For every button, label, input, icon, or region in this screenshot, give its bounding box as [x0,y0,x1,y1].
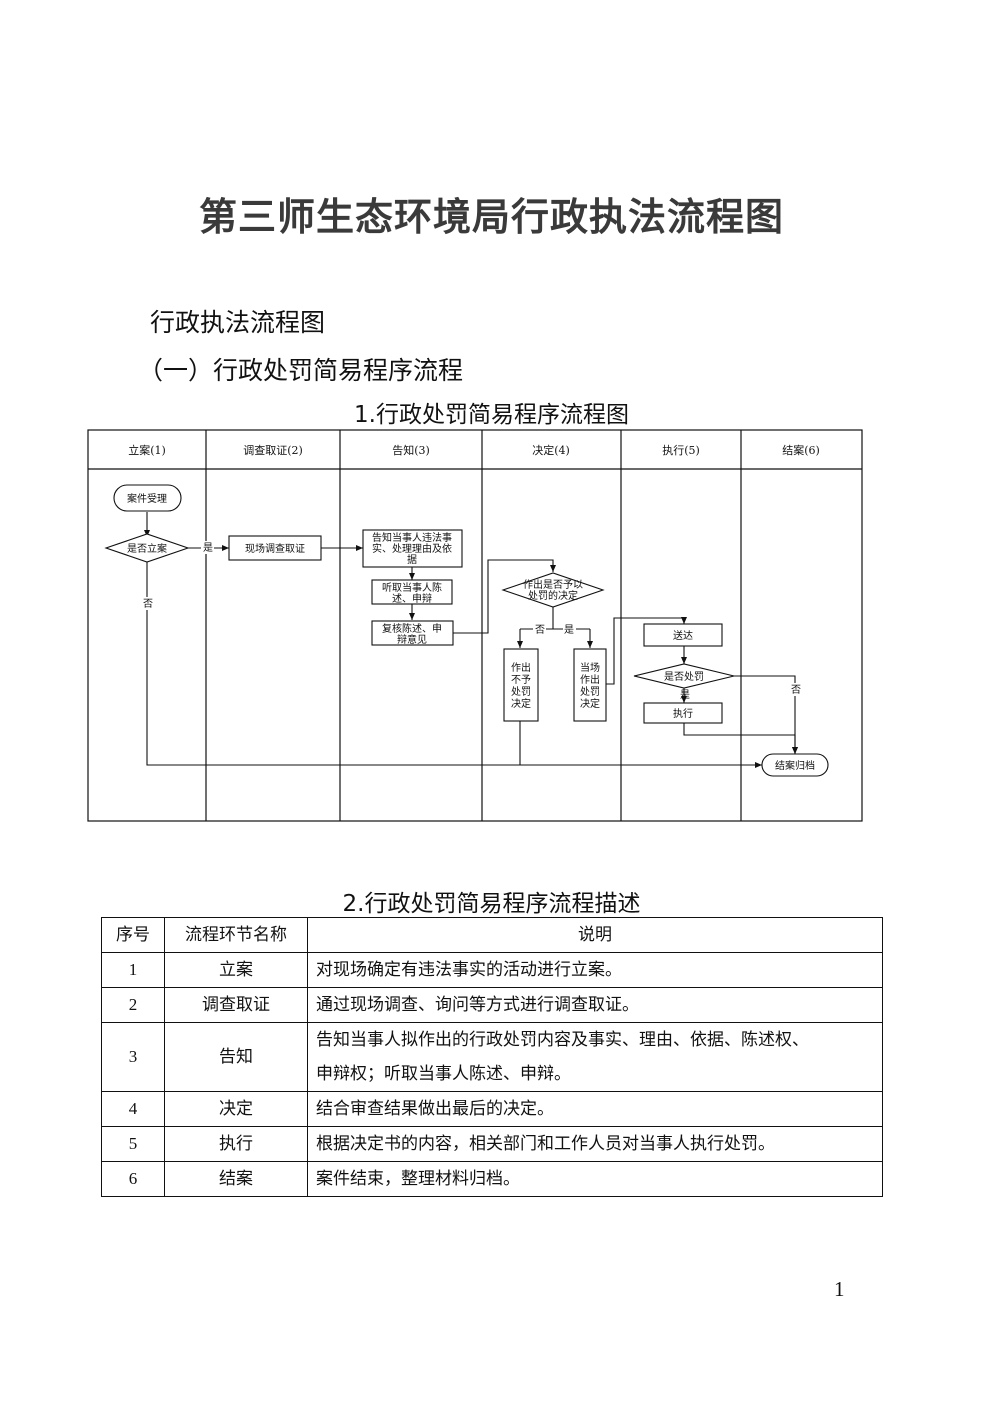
onsite-investigation-node [228,535,322,561]
edge-label-exec-yes: 是 [680,689,690,701]
lane-header-notification: 告知(3) [392,443,430,457]
row-description: 结合审查结果做出最后的决定。 [307,1091,883,1127]
row-description: 根据决定书的内容，相关部门和工作人员对当事人执行处罚。 [307,1126,883,1162]
table-row: 4 决定 结合审查结果做出最后的决定。 [101,1091,883,1127]
row-number: 4 [101,1091,165,1127]
decide-penalty-label-line: 作出是否予以 [523,578,583,591]
header-number: 序号 [101,917,165,953]
edge-review-to-decide [453,559,556,634]
lane-header-investigation: 调查取证(2) [243,443,303,457]
case-accept-node [113,484,182,512]
row-step-name: 决定 [164,1091,308,1127]
notify-label-line: 据 [407,553,417,566]
lane-header-decision: 决定(4) [532,443,570,457]
header-step-name: 流程环节名称 [164,917,308,953]
row-description-line: 告知当事人拟作出的行政处罚内容及事实、理由、依据、陈述权、 [316,1030,809,1050]
hear-label-line: 述、申辩 [392,592,432,605]
execute-node [643,702,723,724]
edge-decide-branch [520,607,590,630]
edge-exec-no [734,675,798,754]
table-row: 6 结案 案件结束，整理材料归档。 [101,1161,883,1197]
section-title: 行政执法流程图 [150,308,326,337]
hear-node [371,579,453,605]
row-step-name: 结案 [164,1161,308,1197]
hear-label-line: 听取当事人陈 [382,581,442,594]
notify-label-line: 实、处理理由及依 [372,542,452,555]
swimlane-frame [87,429,863,822]
review-label-line: 辩意见 [397,633,427,646]
review-label-line: 复核陈述、申 [382,622,442,635]
row-number: 1 [101,952,165,988]
edge-onsite-to-deliver [606,617,687,685]
no-penalty-node [503,648,539,722]
row-step-name: 执行 [164,1126,308,1162]
edge-label-decide-no: 否 [535,624,545,636]
flowchart: 立案(1) 调查取证(2) 告知(3) 决定(4) 执行(5) 结案(6) [87,429,863,822]
onsite-penalty-label-line: 作出 [580,673,600,686]
edge-execute-to-archive [683,723,798,754]
figure-caption: 1.行政处罚简易程序流程图 [354,402,629,428]
edge-label-decide-yes: 是 [564,624,574,636]
row-step-name: 立案 [164,952,308,988]
row-description: 案件结束，整理材料归档。 [307,1161,883,1197]
document-title: 第三师生态环境局行政执法流程图 [198,194,784,239]
row-description: 告知当事人拟作出的行政处罚内容及事实、理由、依据、陈述权、 申辩权；听取当事人陈… [307,1022,883,1092]
deliver-label: 送达 [673,629,693,642]
row-number: 5 [101,1126,165,1162]
row-number: 3 [101,1022,165,1092]
page-number: 1 [834,1277,845,1301]
table-row: 3 告知 告知当事人拟作出的行政处罚内容及事实、理由、依据、陈述权、 申辩权；听… [101,1022,883,1092]
row-description-line: 申辩权；听取当事人陈述、申辩。 [316,1064,571,1084]
execute-label: 执行 [673,707,693,720]
lane-header-closing: 结案(6) [782,443,820,457]
table-row: 2 调查取证 通过现场调查、询问等方式进行调查取证。 [101,987,883,1023]
decide-execute-label: 是否处罚 [664,671,704,683]
review-node [371,620,454,646]
process-description-table: 序号 流程环节名称 说明 1 立案 对现场确定有违法事实的活动进行立案。 2 调… [101,917,883,1197]
row-step-name: 告知 [164,1022,308,1092]
no-penalty-label-line: 作出 [511,661,531,674]
header-description: 说明 [307,917,883,953]
onsite-penalty-label-line: 当场 [580,661,600,674]
decide-execute-node [633,663,735,689]
edge-label-exec-no: 否 [791,684,801,696]
decide-filing-label: 是否立案 [127,542,167,555]
no-penalty-label-line: 处罚 [511,686,531,698]
case-accept-label: 案件受理 [127,492,167,505]
no-penalty-label-line: 决定 [511,697,531,710]
subsection-title: （一）行政处罚简易程序流程 [138,356,464,385]
notify-label-line: 告知当事人违法事 [372,531,452,544]
deliver-node [643,623,723,647]
notify-node [362,529,463,568]
edge-label-filing-yes: 是 [203,542,213,554]
decide-penalty-label-line: 处罚的决定 [528,589,578,602]
row-number: 6 [101,1161,165,1197]
row-description: 通过现场调查、询问等方式进行调查取证。 [307,987,883,1023]
onsite-penalty-label-line: 处罚 [580,686,600,698]
row-number: 2 [101,987,165,1023]
edge-filing-no [146,562,762,768]
close-archive-node [761,753,829,777]
table-row: 1 立案 对现场确定有违法事实的活动进行立案。 [101,952,883,988]
edge-label-filing-no: 否 [143,598,153,610]
row-description: 对现场确定有违法事实的活动进行立案。 [307,952,883,988]
table-caption: 2.行政处罚简易程序流程描述 [342,891,641,917]
onsite-investigation-label: 现场调查取证 [245,542,305,555]
onsite-penalty-node [573,648,607,722]
close-archive-label: 结案归档 [775,759,815,772]
row-step-name: 调查取证 [164,987,308,1023]
lane-header-execution: 执行(5) [662,443,700,457]
lane-header-filing: 立案(1) [128,443,166,457]
table-row: 5 执行 根据决定书的内容，相关部门和工作人员对当事人执行处罚。 [101,1126,883,1162]
decide-penalty-node [501,572,605,608]
no-penalty-label-line: 不予 [511,674,531,686]
decide-filing-node [104,533,190,563]
table-header-row: 序号 流程环节名称 说明 [101,917,883,953]
onsite-penalty-label-line: 决定 [580,697,600,710]
